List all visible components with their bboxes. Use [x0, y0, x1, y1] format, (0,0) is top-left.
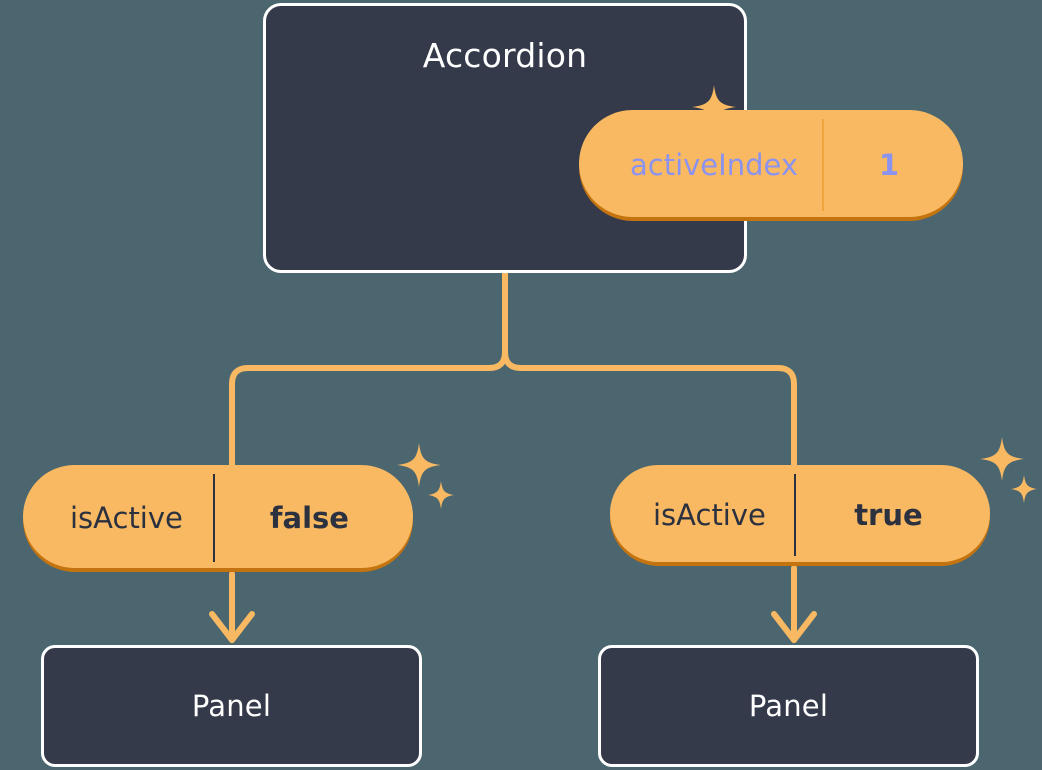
panel-component-card-left[interactable]: Panel — [41, 645, 422, 767]
state-pill-divider — [821, 119, 824, 211]
prop-pill-isactive-true[interactable]: isActive true — [610, 465, 990, 566]
state-pill-key: activeIndex — [630, 148, 798, 182]
prop-pill-value: false — [269, 501, 349, 535]
sparkle-four-point-small-icon — [428, 481, 454, 509]
prop-pill-value: true — [854, 498, 923, 532]
prop-pill-divider — [212, 474, 215, 562]
accordion-title: Accordion — [422, 36, 588, 75]
prop-pill-key: isActive — [653, 498, 766, 532]
prop-pill-key: isActive — [70, 501, 183, 535]
connector-branch-right — [502, 349, 797, 475]
state-pill-activeindex[interactable]: activeIndex 1 — [579, 110, 963, 221]
prop-pill-isactive-false[interactable]: isActive false — [23, 465, 413, 572]
panel-title: Panel — [191, 689, 272, 723]
prop-pill-divider — [793, 474, 796, 556]
sparkle-decoration-right-pill — [980, 437, 1037, 503]
panel-title: Panel — [748, 689, 829, 723]
arrow-down-icon — [771, 611, 817, 643]
panel-component-card-right[interactable]: Panel — [598, 645, 979, 767]
sparkle-four-point-icon — [980, 437, 1024, 481]
state-pill-value: 1 — [878, 148, 900, 182]
arrow-down-icon — [209, 611, 255, 643]
accordion-component-card[interactable]: Accordion activeIndex 1 — [263, 3, 963, 273]
connector-branch-left — [229, 349, 508, 475]
sparkle-four-point-small-icon — [1011, 475, 1037, 503]
